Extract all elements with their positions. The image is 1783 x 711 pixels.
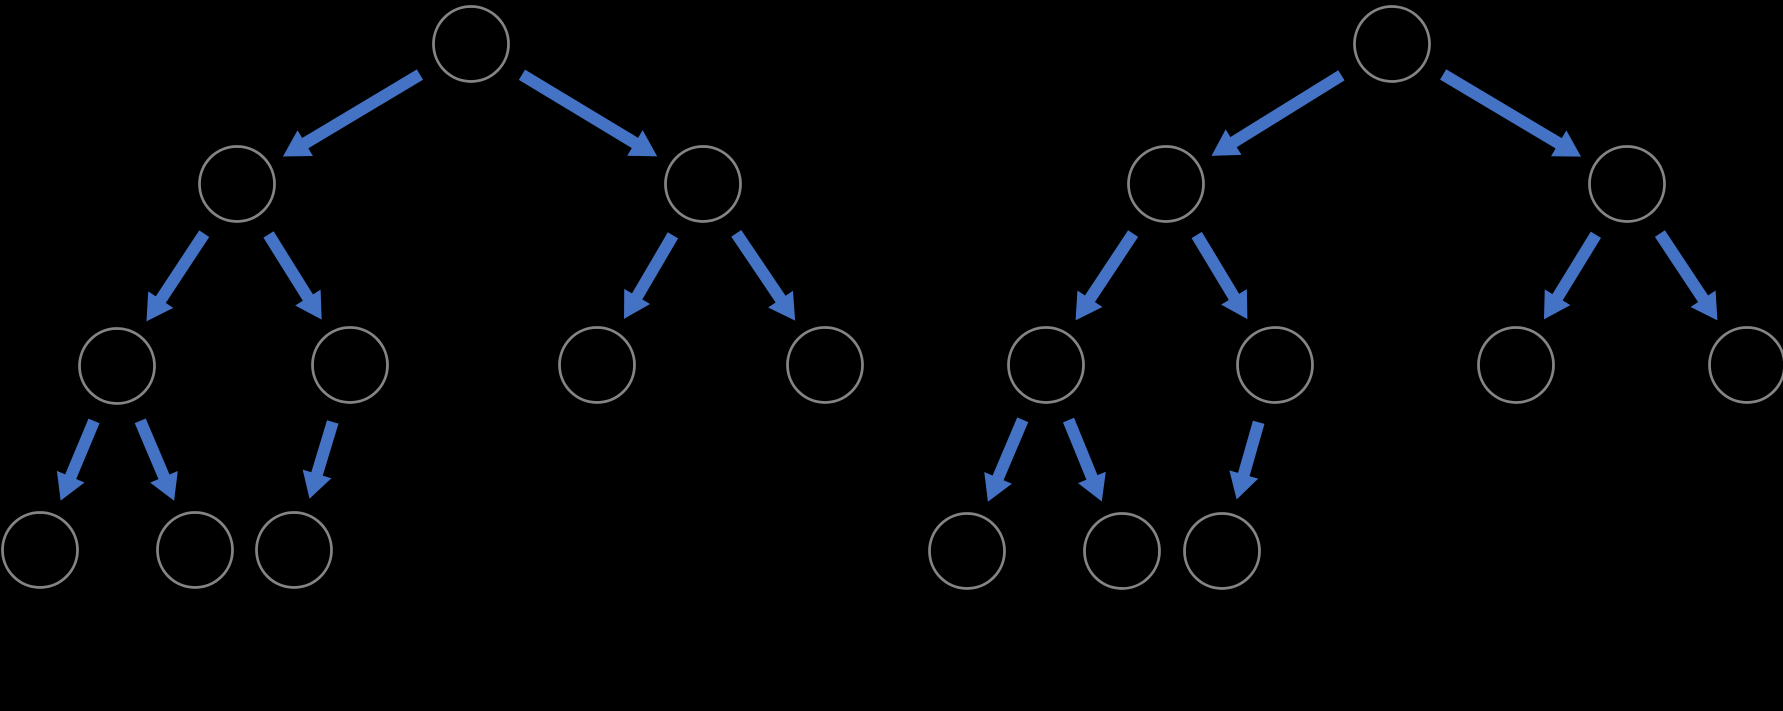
edge-arrow — [1075, 230, 1139, 321]
edge-arrow — [1440, 69, 1582, 157]
arrow-shaft — [134, 418, 171, 481]
edge-arrow — [518, 69, 658, 157]
tree-node — [1236, 326, 1314, 404]
arrow-head — [1078, 471, 1106, 502]
arrow-head — [1551, 130, 1582, 157]
edge-arrow — [1654, 230, 1718, 321]
tree-node — [1007, 326, 1085, 404]
edge-arrow — [146, 230, 210, 322]
arrow-shaft — [1191, 231, 1241, 302]
tree-node — [1127, 145, 1205, 223]
tree-node — [1353, 5, 1431, 83]
tree-node — [198, 145, 276, 223]
arrow-head — [1211, 129, 1242, 156]
edge-arrow — [282, 69, 424, 157]
arrow-shaft — [263, 231, 315, 303]
tree-node — [664, 145, 742, 223]
edge-arrow — [1191, 231, 1248, 320]
edge-arrow — [731, 229, 796, 321]
arrow-head — [1229, 470, 1259, 500]
tree-node — [311, 326, 389, 404]
arrow-shaft — [1551, 231, 1602, 303]
arrow-head — [627, 130, 658, 157]
edge-arrow — [263, 231, 322, 320]
edge-arrow — [984, 417, 1029, 502]
arrow-shaft — [154, 230, 210, 305]
arrow-shaft — [1237, 420, 1265, 479]
arrow-head — [768, 290, 796, 321]
tree-node — [432, 5, 510, 83]
right-tree — [928, 5, 1783, 590]
edge-arrow — [56, 418, 100, 501]
tree-node — [558, 326, 636, 404]
tree-node — [1588, 145, 1666, 223]
tree-node — [156, 511, 234, 589]
arrow-shaft — [64, 418, 100, 481]
arrow-head — [150, 470, 178, 501]
arrow-shaft — [991, 417, 1029, 483]
tree-node — [1477, 326, 1555, 404]
arrow-head — [1075, 290, 1103, 321]
edge-arrow — [1211, 70, 1345, 156]
edge-arrow — [134, 418, 178, 501]
arrow-shaft — [630, 232, 679, 302]
left-tree — [1, 5, 864, 589]
tree-node — [1083, 512, 1161, 590]
arrow-head — [624, 288, 651, 319]
arrow-head — [295, 289, 322, 320]
arrow-shaft — [1062, 417, 1099, 482]
arrow-shaft — [1654, 230, 1710, 304]
arrow-shaft — [518, 69, 640, 150]
arrow-shaft — [1440, 69, 1564, 150]
arrow-shaft — [1228, 70, 1345, 149]
arrow-head — [56, 470, 85, 501]
arrow-head — [302, 469, 332, 499]
tree-node — [78, 327, 156, 405]
arrow-head — [282, 130, 313, 157]
arrow-shaft — [1083, 230, 1139, 304]
edge-arrow — [624, 232, 679, 319]
arrow-shaft — [731, 229, 787, 305]
tree-node — [928, 512, 1006, 590]
tree-node — [255, 511, 333, 589]
arrow-head — [1221, 289, 1248, 320]
tree-node — [1183, 512, 1261, 590]
tree-node — [1, 511, 79, 589]
arrow-shaft — [310, 420, 339, 478]
tree-node — [786, 326, 864, 404]
arrow-head — [984, 471, 1012, 502]
edge-arrow — [1543, 231, 1602, 320]
arrow-head — [1690, 290, 1718, 321]
edge-arrow — [1229, 420, 1265, 500]
edge-arrow — [302, 420, 339, 499]
edge-arrow — [1062, 417, 1106, 502]
arrow-shaft — [300, 69, 424, 150]
arrow-head — [1543, 289, 1571, 320]
arrow-head — [146, 291, 174, 322]
tree-node — [1708, 326, 1783, 404]
